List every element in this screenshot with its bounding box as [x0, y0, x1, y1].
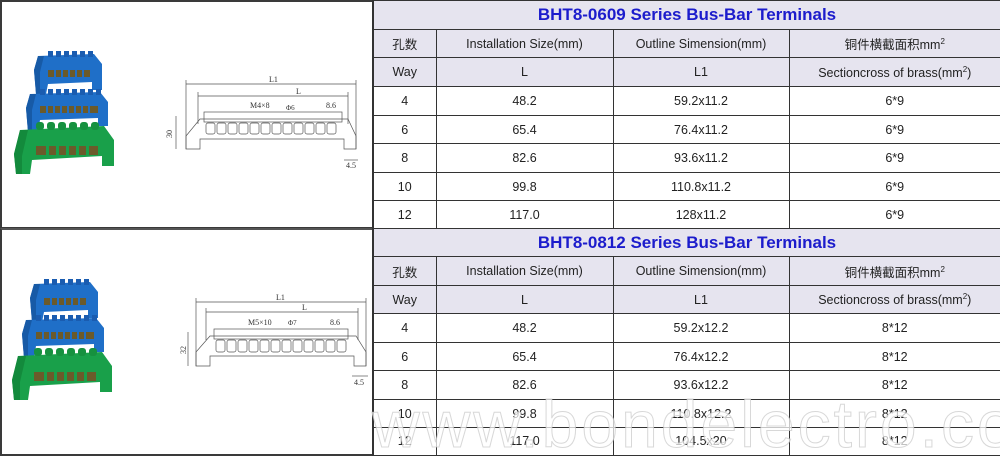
label-height: 30	[165, 130, 174, 138]
cell-brass: 8*12	[788, 342, 1000, 371]
cell-L: 65.4	[435, 115, 614, 144]
header-L: L	[435, 57, 614, 87]
cell-L: 99.8	[435, 399, 614, 428]
label-diameter: Φ6	[286, 104, 295, 112]
header-way-cn: 孔数	[372, 29, 437, 58]
cell-L1: 93.6x12.2	[612, 370, 790, 400]
cell-way: 6	[372, 342, 437, 371]
cell-L: 82.6	[435, 370, 614, 400]
cell-way: 8	[372, 370, 437, 400]
bus-bar-photo	[12, 279, 112, 400]
header-way-cn: 孔数	[372, 256, 437, 286]
cell-brass: 6*9	[788, 115, 1000, 144]
cell-way: 12	[372, 200, 437, 229]
label-thread: M4×8	[250, 101, 270, 110]
header-section-en: Sectioncross of brass(mm2)	[788, 57, 1000, 87]
bus-bar-photo	[14, 51, 114, 174]
cell-brass: 8*12	[788, 313, 1000, 343]
label-diameter: Φ7	[288, 319, 297, 327]
label-L1: L1	[276, 293, 285, 302]
header-install: Installation Size(mm)	[435, 29, 614, 58]
cell-way: 4	[372, 313, 437, 343]
label-pitch: 8.6	[326, 101, 336, 110]
label-height: 32	[179, 346, 188, 354]
cell-L: 48.2	[435, 86, 614, 116]
cell-way: 10	[372, 399, 437, 428]
label-L: L	[296, 87, 301, 96]
cell-L1: 59.2x12.2	[612, 313, 790, 343]
cell-L1: 104.5x20	[612, 427, 790, 456]
section-bht8-0812: L1 L M5×10 Φ7 8.6 32 4.5 BHT8-0812 Serie…	[0, 228, 1000, 456]
cell-way: 6	[372, 115, 437, 144]
technical-drawing: L1 L M5×10 Φ7 8.6 32 4.5	[179, 293, 368, 387]
label-foot: 4.5	[354, 378, 364, 387]
header-L: L	[435, 285, 614, 314]
cell-brass: 6*9	[788, 86, 1000, 116]
cell-way: 12	[372, 427, 437, 456]
cell-brass: 6*9	[788, 172, 1000, 201]
cell-L: 65.4	[435, 342, 614, 371]
label-L: L	[302, 303, 307, 312]
header-way-en: Way	[372, 285, 437, 314]
cell-way: 8	[372, 143, 437, 173]
cell-brass: 8*12	[788, 427, 1000, 456]
label-pitch: 8.6	[330, 318, 340, 327]
section-bht8-0609: L1 L M4×8 Φ6 8.6 30 4.5 BHT8-0609 Series…	[0, 0, 1000, 229]
header-way-en: Way	[372, 57, 437, 87]
header-section-cn: 铜件横截面积mm2	[788, 256, 1000, 286]
cell-way: 4	[372, 86, 437, 116]
cell-L1: 76.4x11.2	[612, 115, 790, 144]
cell-L1: 110.8x12.2	[612, 399, 790, 428]
cell-L1: 59.2x11.2	[612, 86, 790, 116]
technical-drawing: L1 L M4×8 Φ6 8.6 30 4.5	[165, 75, 358, 170]
header-outline: Outline Simension(mm)	[612, 29, 790, 58]
label-L1: L1	[269, 75, 278, 84]
cell-brass: 6*9	[788, 143, 1000, 173]
table-title: BHT8-0609 Series Bus-Bar Terminals	[371, 0, 1000, 30]
header-L1: L1	[612, 285, 790, 314]
header-install: Installation Size(mm)	[435, 256, 614, 286]
spec-table-0609: BHT8-0609 Series Bus-Bar Terminals 孔数 In…	[371, 0, 1000, 229]
cell-L: 117.0	[435, 427, 614, 456]
cell-L1: 76.4x12.2	[612, 342, 790, 371]
cell-L1: 110.8x11.2	[612, 172, 790, 201]
header-section-en: Sectioncross of brass(mm2)	[788, 285, 1000, 314]
cell-L: 48.2	[435, 313, 614, 343]
cell-brass: 8*12	[788, 370, 1000, 400]
label-thread: M5×10	[248, 318, 272, 327]
cell-brass: 8*12	[788, 399, 1000, 428]
cell-brass: 6*9	[788, 200, 1000, 229]
product-visual-pane: L1 L M4×8 Φ6 8.6 30 4.5	[0, 0, 373, 229]
cell-L: 99.8	[435, 172, 614, 201]
cell-way: 10	[372, 172, 437, 201]
header-L1: L1	[612, 57, 790, 87]
cell-L: 117.0	[435, 200, 614, 229]
header-section-cn: 铜件横截面积mm2	[788, 29, 1000, 58]
product-visual-pane: L1 L M5×10 Φ7 8.6 32 4.5	[0, 228, 373, 456]
spec-table-0812: BHT8-0812 Series Bus-Bar Terminals 孔数 In…	[371, 228, 1000, 456]
cell-L1: 93.6x11.2	[612, 143, 790, 173]
header-outline: Outline Simension(mm)	[612, 256, 790, 286]
label-foot: 4.5	[346, 161, 356, 170]
cell-L: 82.6	[435, 143, 614, 173]
table-title: BHT8-0812 Series Bus-Bar Terminals	[371, 228, 1000, 257]
cell-L1: 128x11.2	[612, 200, 790, 229]
